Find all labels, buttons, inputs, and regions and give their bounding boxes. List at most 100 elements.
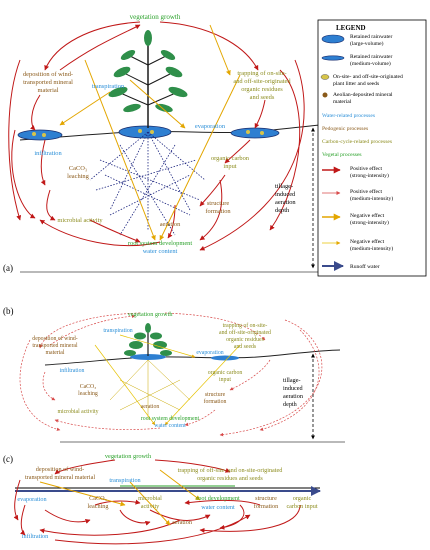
legend-runoff: Runoff water bbox=[350, 263, 380, 270]
panel-c-aeration: aeration bbox=[172, 519, 192, 526]
panel-b-tillage-2: induced bbox=[283, 385, 303, 392]
panel-b-label: (b) bbox=[3, 306, 14, 316]
panel-c-water-content: water content bbox=[201, 504, 235, 511]
panel-a-tillage-1: tillage- bbox=[275, 183, 293, 190]
legend-neg-strong-2: (strong-intensity) bbox=[350, 219, 389, 226]
panel-b-trapping-3: organic residues bbox=[226, 337, 264, 343]
legend-litter-icon bbox=[320, 74, 330, 80]
panel-c-vegetation-growth: vegetation growth bbox=[105, 453, 152, 460]
panel-a-aeration: aeration bbox=[160, 221, 181, 228]
panel-a-deposition-2: transported mineral bbox=[23, 79, 73, 86]
panel-c-caco3-1: CaCO₃ bbox=[89, 495, 107, 502]
panel-b-tillage-label: tillage- induced aeration depth bbox=[283, 377, 303, 408]
panel-a-caco3-1: CaCO₃ bbox=[69, 165, 87, 172]
panel-b-trapping-1: trapping of on-site- bbox=[223, 322, 268, 329]
panel-b-microbial: microbial activity bbox=[57, 409, 98, 415]
panel-c-transpiration: transpiration bbox=[109, 477, 140, 484]
legend-vegetal-processes: Vegetal processes bbox=[322, 152, 362, 158]
panel-b-trapping-2: and off-site-originated bbox=[219, 329, 271, 336]
panel-b-labels: vegetation growth deposition of wind- tr… bbox=[32, 311, 271, 429]
panel-c-microbial-2: activity bbox=[141, 503, 160, 510]
panel-c-trapping-2: organic residues and seeds bbox=[197, 475, 263, 482]
panel-c-deposition-2: transported mineral material bbox=[25, 474, 95, 481]
panel-b-tillage-4: depth bbox=[283, 401, 298, 408]
panel-b-pool-mid bbox=[130, 354, 166, 360]
panel-b-roots bbox=[109, 359, 191, 420]
panel-a-positive-arrows bbox=[8, 21, 305, 251]
panel-a-pool-mid bbox=[118, 125, 172, 139]
panel-b-evaporation: evaporation bbox=[196, 350, 223, 356]
panel-a-organic-carbon-1: organic carbon bbox=[211, 155, 250, 162]
panel-c-evaporation: evaporation bbox=[17, 496, 46, 503]
panel-a-infiltration: infiltration bbox=[34, 150, 62, 157]
panel-b-negative-arrows bbox=[94, 334, 241, 426]
panel-c-label: (c) bbox=[3, 454, 13, 464]
panel-b-caco3-1: CaCO₃ bbox=[80, 384, 97, 390]
panel-a-water-content: water content bbox=[143, 248, 178, 255]
panel-a-soil-surface bbox=[19, 122, 346, 141]
panel-a: (a) bbox=[3, 13, 346, 273]
legend-pedogenic-processes: Pedogenic processes bbox=[322, 126, 368, 132]
panel-b-infiltration: infiltration bbox=[60, 367, 85, 374]
panel-a-label: (a) bbox=[3, 263, 13, 273]
panel-a-structure-2: formation bbox=[205, 208, 231, 215]
panel-c-deposition-1: deposition of wind- bbox=[36, 466, 84, 473]
panel-a-litter-dots bbox=[32, 129, 264, 137]
panel-c-root-development: root development bbox=[196, 495, 240, 502]
panel-b-root-development: root system development bbox=[141, 416, 200, 422]
legend-pool-medium-icon bbox=[321, 55, 345, 61]
panel-a-deposition-3: material bbox=[38, 87, 59, 94]
panel-a-vegetation-growth: vegetation growth bbox=[130, 13, 181, 21]
panel-a-transpiration: transpiration bbox=[92, 83, 125, 90]
legend-pos-medium-1: Positive effect bbox=[350, 188, 382, 195]
legend-neg-medium-1: Negative effect bbox=[350, 238, 385, 245]
panel-a-tillage-4: depth bbox=[275, 207, 290, 214]
panel-c-caco3-2: leaching bbox=[88, 503, 109, 510]
legend-pos-strong-2: (strong-intensity) bbox=[350, 172, 389, 179]
legend-pool-medium-1: Retained rainwater bbox=[350, 54, 393, 60]
panel-b-caco3-2: leaching bbox=[78, 391, 98, 397]
panel-a-structure-1: structure bbox=[207, 200, 230, 207]
panel-b-positive-arrows bbox=[19, 312, 323, 437]
legend: LEGEND Retained rainwater (large-volume)… bbox=[317, 19, 427, 277]
panel-c-labels: vegetation growth deposition of wind- tr… bbox=[17, 453, 317, 540]
legend-aeolian-2: material bbox=[333, 99, 352, 105]
legend-aeolian-icon bbox=[322, 92, 328, 98]
panel-a-caco3-2: leaching bbox=[67, 173, 89, 180]
legend-water-processes: Water-related processes bbox=[322, 113, 375, 119]
panel-c-structure-1: structure bbox=[255, 495, 277, 502]
panel-b-organic-carbon-1: organic carbon bbox=[208, 370, 243, 376]
panel-b-transpiration: transpiration bbox=[103, 328, 132, 334]
panel-b-structure-2: formation bbox=[204, 398, 227, 405]
panel-a-tillage-label: tillage- induced aeration depth bbox=[275, 183, 296, 214]
panel-c-organic-carbon-1: organic bbox=[293, 495, 312, 502]
panel-a-labels: vegetation growth deposition of wind- tr… bbox=[23, 13, 291, 255]
legend-litter-1: On-site- and off-site-originated bbox=[333, 73, 403, 80]
panel-a-trapping-2: and off-site-originated bbox=[233, 78, 291, 85]
panel-b-water-content: water content bbox=[154, 423, 186, 429]
panel-a-deposition-1: deposition of wind- bbox=[23, 71, 73, 78]
legend-pool-medium-2: (medium-volume) bbox=[350, 60, 391, 67]
panel-a-trapping-1: trapping of on-site- bbox=[237, 70, 286, 77]
panel-b-tillage-1: tillage- bbox=[283, 377, 301, 384]
legend-pool-large-2: (large-volume) bbox=[350, 40, 384, 47]
panel-b-deposition-3: material bbox=[46, 350, 65, 356]
panel-a-root-development: root system development bbox=[128, 240, 192, 247]
panel-b-aeration: aeration bbox=[141, 404, 160, 410]
panel-a-negative-arrows bbox=[59, 24, 241, 241]
panel-c-organic-carbon-2: carbon input bbox=[286, 503, 317, 510]
legend-carbon-processes: Carbon-cycle-related processes bbox=[322, 139, 392, 145]
legend-pos-strong-1: Positive effect bbox=[350, 165, 382, 172]
panel-b-deposition-2: transported mineral bbox=[32, 343, 78, 349]
panel-a-pool-right bbox=[230, 127, 280, 139]
panel-a-trapping-3: organic residues bbox=[241, 86, 283, 93]
legend-neg-medium-2: (medium-intensity) bbox=[350, 245, 393, 252]
legend-litter-2: plant litter and seeds bbox=[333, 81, 379, 87]
panel-a-tillage-2: induced bbox=[275, 191, 296, 198]
panel-c: (c) vegetation growth deposi bbox=[3, 453, 321, 545]
panel-b-pool-right bbox=[211, 355, 239, 361]
panel-a-trapping-4: and seeds bbox=[250, 94, 275, 101]
legend-aeolian-1: Aeolian-deposited mineral bbox=[333, 92, 393, 98]
legend-pool-large-icon bbox=[321, 34, 345, 44]
